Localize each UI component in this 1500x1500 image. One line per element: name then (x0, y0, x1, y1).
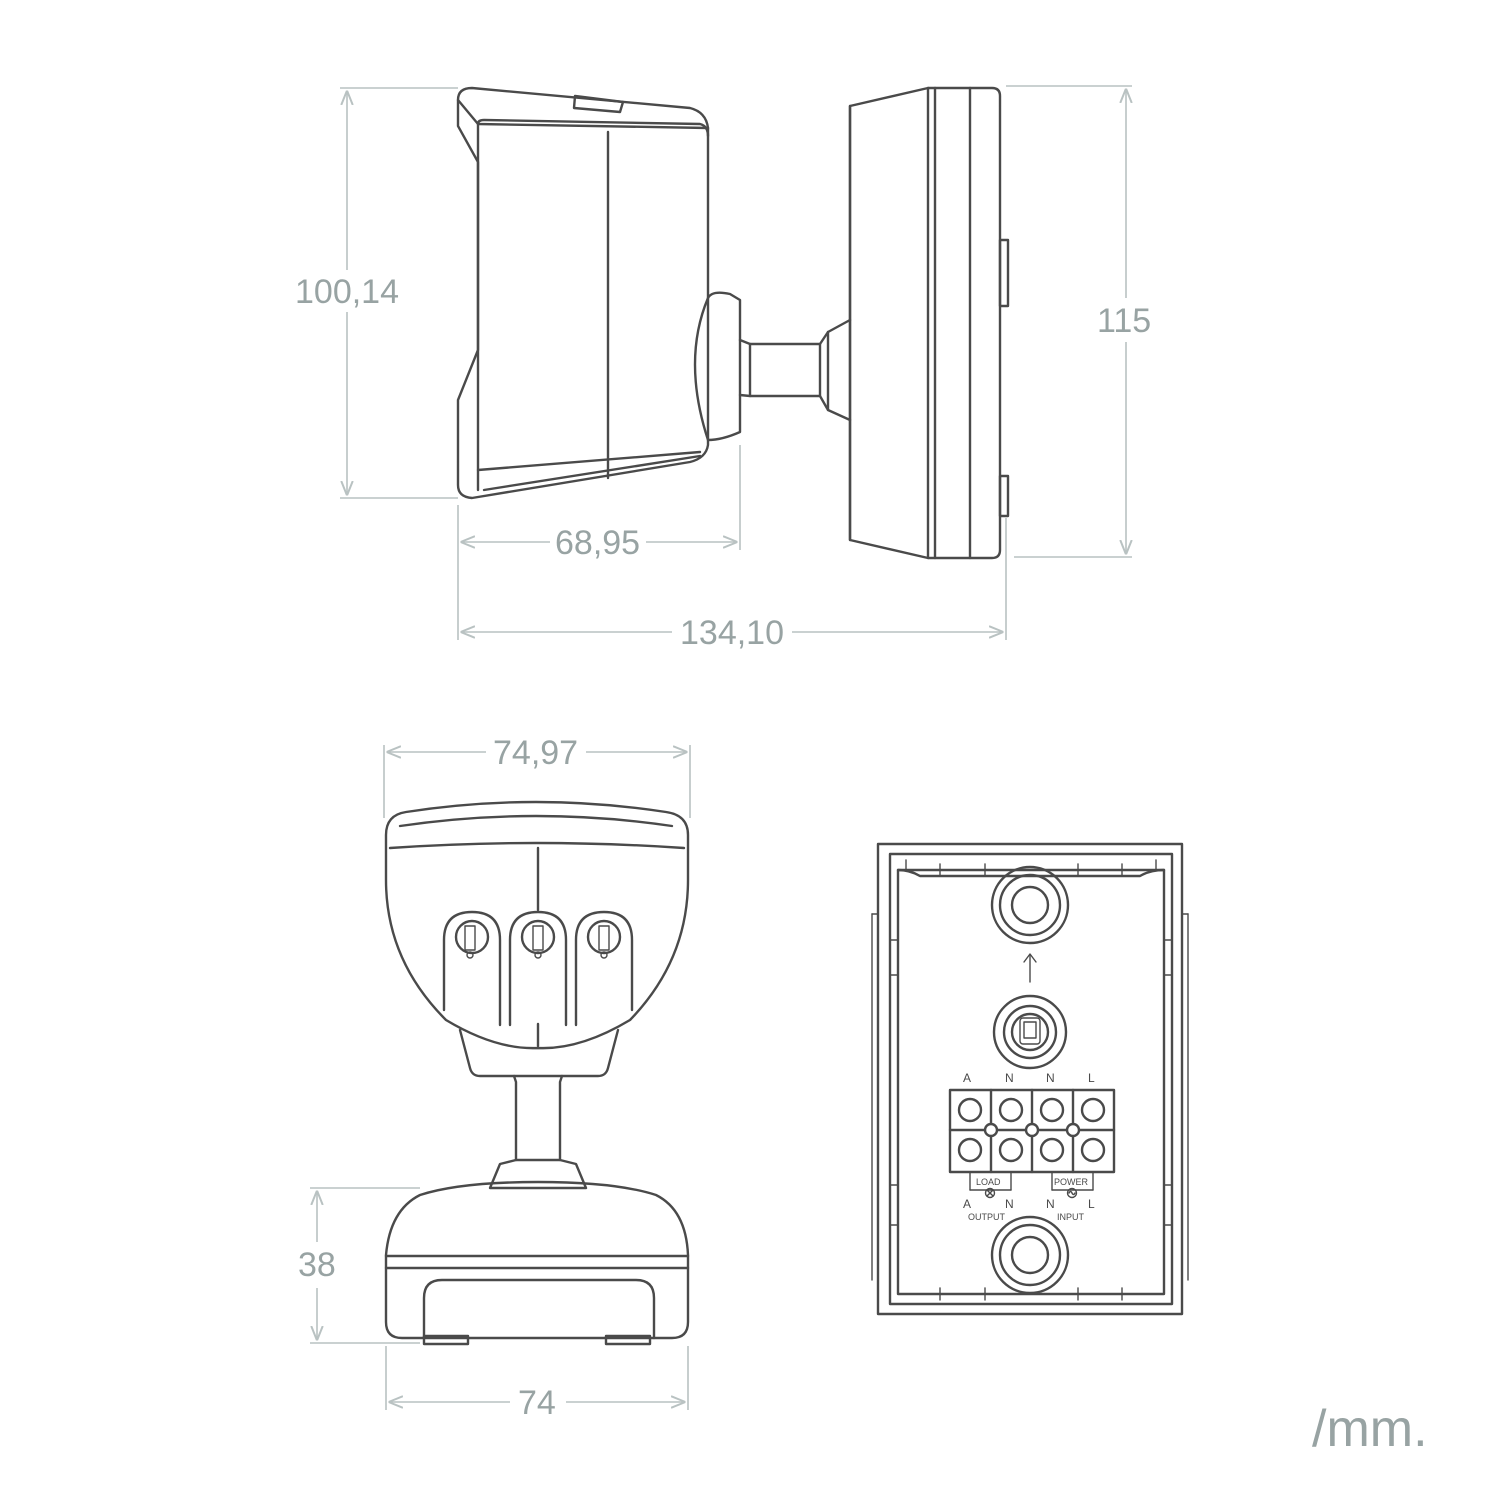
terminal-top-label-1: A (963, 1071, 971, 1085)
dimension-total-width: 134,10 (462, 518, 1007, 652)
dimension-side-width: 68,95 (457, 445, 741, 640)
terminal-bottom-label-1: A (963, 1197, 971, 1211)
front-view-sensor (384, 800, 690, 1190)
dimension-base-width: 74 (385, 1346, 689, 1422)
terminal-bottom-label-4: L (1088, 1197, 1095, 1211)
dimension-side-height: 100,14 (295, 87, 458, 499)
side-view-sensor (456, 86, 742, 500)
dimension-back-height: 115 (1006, 85, 1151, 558)
side-view-wall-box (848, 86, 1010, 560)
terminal-bottom-label-3: N (1046, 1197, 1055, 1211)
swivel-joint (992, 994, 1068, 1070)
side-height-label: 100,14 (295, 273, 399, 311)
side-width-label: 68,95 (555, 524, 640, 562)
mounting-hole-top (990, 865, 1070, 945)
unit-label: /mm. (1312, 1400, 1428, 1458)
side-view-arm (738, 318, 852, 422)
back-view-box: A N N L LOAD (871, 842, 1189, 1316)
lamp-icon (984, 1187, 996, 1199)
power-label: POWER (1054, 1177, 1089, 1187)
output-label: OUTPUT (968, 1212, 1006, 1222)
back-height-label: 115 (1097, 302, 1151, 340)
ac-source-icon (1066, 1187, 1078, 1199)
terminal-top-label-4: L (1088, 1071, 1095, 1085)
dimension-front-width: 74,97 (383, 734, 691, 818)
dimension-base-height: 38 (298, 1187, 420, 1344)
base-width-label: 74 (518, 1384, 556, 1422)
terminal-top-label-2: N (1005, 1071, 1014, 1085)
front-view-base (384, 1180, 690, 1346)
terminal-bottom-label-2: N (1005, 1197, 1014, 1211)
dial-cover-right (574, 910, 634, 1027)
front-width-label: 74,97 (493, 734, 578, 772)
load-label: LOAD (976, 1177, 1001, 1187)
up-arrow-icon (1023, 953, 1037, 983)
dial-cover-middle (508, 910, 568, 1027)
base-height-label: 38 (298, 1246, 336, 1284)
mounting-hole-bottom (990, 1215, 1070, 1295)
terminal-top-label-3: N (1046, 1071, 1055, 1085)
terminal-block: A N N L LOAD (948, 1071, 1116, 1222)
total-width-label: 134,10 (680, 614, 784, 652)
dial-cover-left (442, 910, 502, 1027)
input-label: INPUT (1057, 1212, 1085, 1222)
